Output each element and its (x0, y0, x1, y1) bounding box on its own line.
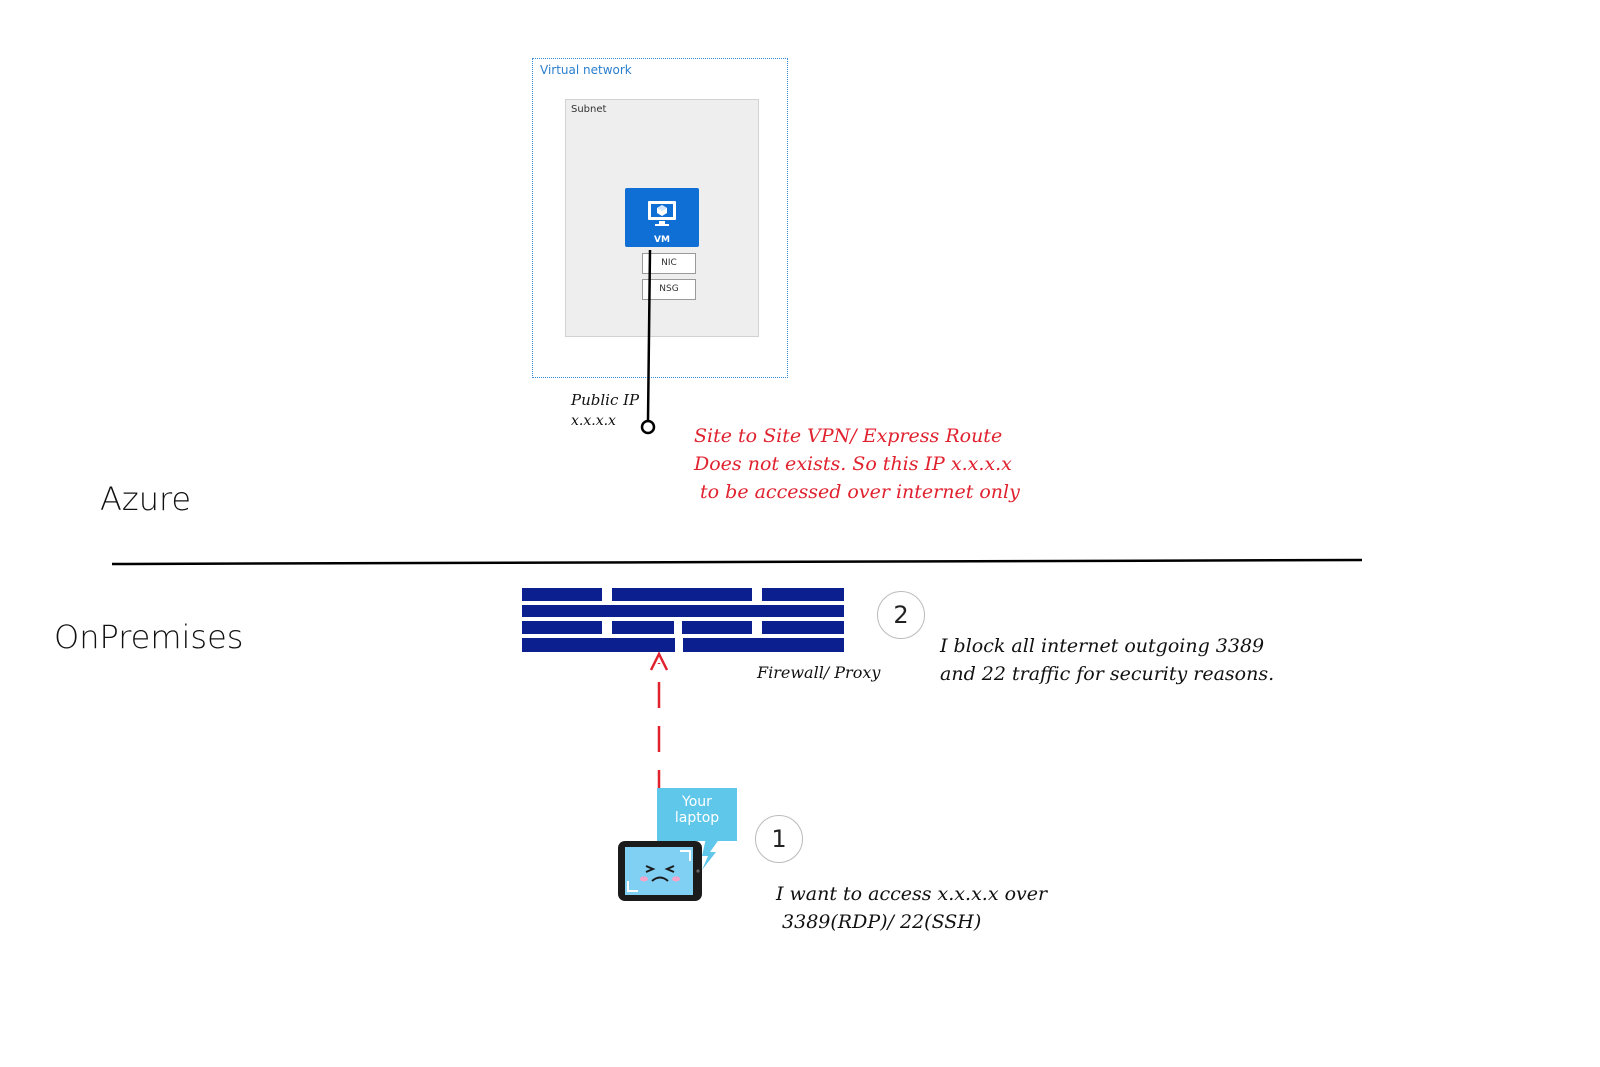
subnet-label: Subnet (571, 104, 607, 115)
public-ip-endpoint (640, 419, 656, 435)
blocked-arrow-head (649, 651, 669, 671)
public-ip-value: x.x.x.x (571, 413, 616, 429)
vpn-note-line: to be accessed over internet only (694, 481, 1020, 503)
onprem-region-label: OnPremises (54, 618, 244, 656)
laptop-note-line: 3389(RDP)/ 22(SSH) (776, 911, 982, 933)
step-1-badge: 1 (755, 815, 803, 863)
vpn-note-line: Does not exists. So this IP x.x.x.x (694, 453, 1012, 475)
public-ip-connector-line (646, 249, 652, 421)
region-divider-line (111, 558, 1363, 566)
laptop-icon[interactable] (616, 839, 704, 903)
laptop-callout-line: Your (682, 794, 712, 810)
monitor-icon (648, 201, 676, 226)
laptop-note-line: I want to access x.x.x.x over (776, 883, 1048, 905)
nsg-box[interactable]: NSG (642, 279, 696, 300)
firewall-icon[interactable] (522, 588, 844, 654)
firewall-label: Firewall/ Proxy (757, 663, 881, 682)
vm-label: VM (654, 235, 670, 245)
public-ip-label: Public IP (571, 391, 640, 409)
laptop-callout-line: laptop (674, 810, 720, 826)
firewall-note-line: and 22 traffic for security reasons. (940, 663, 1275, 685)
firewall-note-line: I block all internet outgoing 3389 (940, 635, 1265, 657)
azure-region-label: Azure (100, 480, 192, 518)
step-2-badge: 2 (877, 591, 925, 639)
virtual-network-label: Virtual network (540, 63, 632, 77)
laptop-callout (657, 788, 737, 841)
nic-box[interactable]: NIC (642, 253, 696, 274)
vpn-note-line: Site to Site VPN/ Express Route (694, 425, 1003, 447)
virtual-network-boundary (532, 58, 788, 378)
firewall-note: I block all internet outgoing 3389 and 22… (940, 632, 1274, 688)
laptop-note: I want to access x.x.x.x over 3389(RDP)/… (776, 880, 1047, 936)
callout-tail-icon (702, 838, 720, 870)
